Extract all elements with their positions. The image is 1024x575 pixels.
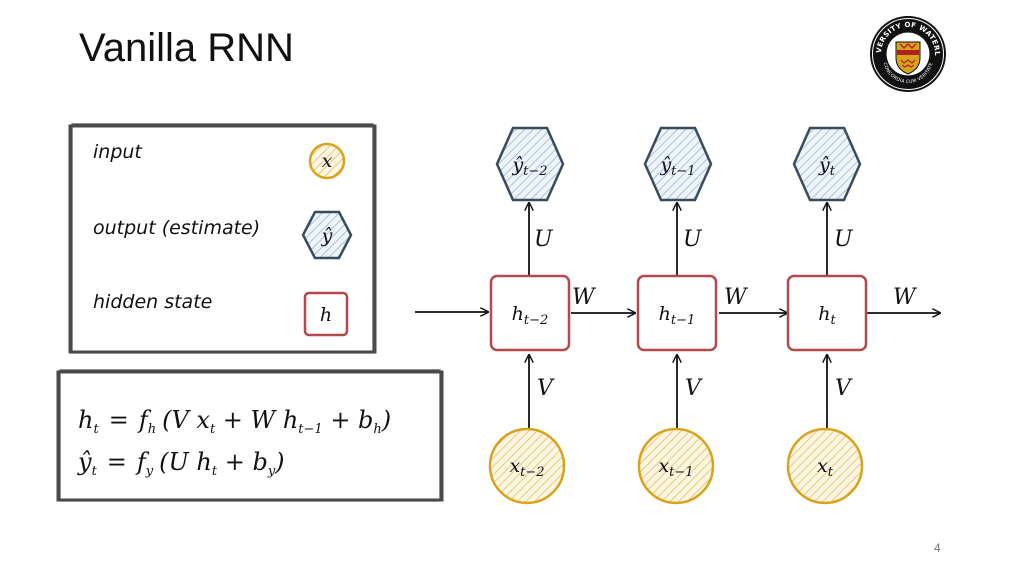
weight-label-v: V	[835, 376, 853, 401]
legend-output-label: output (estimate)	[93, 217, 260, 239]
weight-label-u: U	[534, 227, 554, 252]
input-node	[488, 427, 566, 505]
weight-label-u: U	[683, 227, 703, 252]
legend-output-symbol: ŷ	[321, 225, 333, 247]
hidden-node-label: ht−1	[659, 303, 696, 328]
legend-hidden-label: hidden state	[93, 291, 212, 313]
output-node-label: ŷt−1	[659, 154, 695, 179]
page-number: 4	[934, 541, 941, 555]
equation-output: ŷt=fy(U ht + by)	[77, 448, 285, 479]
legend-output-node	[301, 210, 353, 260]
equation-hidden-update: ht=fh(V xt + W ht−1 + bh)	[78, 406, 391, 437]
output-node	[792, 126, 862, 202]
legend-hidden-node	[303, 291, 349, 337]
equation-box: ht=fh(V xt + W ht−1 + bh) ŷt=fy(U ht + b…	[56, 369, 444, 502]
input-node	[786, 427, 864, 505]
seal-shield-icon	[895, 41, 921, 75]
hidden-node	[636, 274, 718, 352]
output-node-label: ŷt−2	[511, 154, 547, 179]
hidden-node	[489, 274, 571, 352]
weight-label-w-2: W	[724, 285, 749, 310]
legend-box: input x output (estimate) ŷ hidden state…	[68, 123, 377, 354]
hidden-node	[786, 274, 868, 352]
weight-label-w-3: W	[893, 285, 918, 310]
legend-hidden-symbol: h	[320, 304, 332, 326]
input-node-label: xt−1	[658, 455, 693, 480]
university-seal-logo: UNIVERSITY OF WATERLOO CONCORDIA CUM VER…	[868, 14, 946, 92]
slide-title: Vanilla RNN	[79, 26, 294, 70]
output-node	[495, 126, 565, 202]
weight-label-v: V	[537, 376, 555, 401]
timestep-column-2: ŷt−1 U ht−1 V xt−1	[636, 126, 718, 505]
input-node-label: xt−2	[509, 455, 544, 480]
output-node	[643, 126, 713, 202]
legend-input-node	[308, 142, 346, 180]
timestep-column-3: ŷt U ht V xt	[786, 126, 868, 505]
weight-label-v: V	[685, 376, 703, 401]
hidden-node-label: ht	[818, 303, 836, 328]
input-node-label: xt	[817, 455, 834, 480]
input-node	[637, 427, 715, 505]
legend-input-label: input	[93, 141, 143, 163]
output-node-label: ŷt	[818, 154, 836, 179]
hidden-node-label: ht−2	[512, 303, 549, 328]
timestep-column-1: ŷt−2 U ht−2 V xt−2	[488, 126, 571, 505]
weight-label-w-1: W	[572, 285, 597, 310]
weight-label-u: U	[834, 227, 854, 252]
legend-input-symbol: x	[322, 150, 333, 172]
